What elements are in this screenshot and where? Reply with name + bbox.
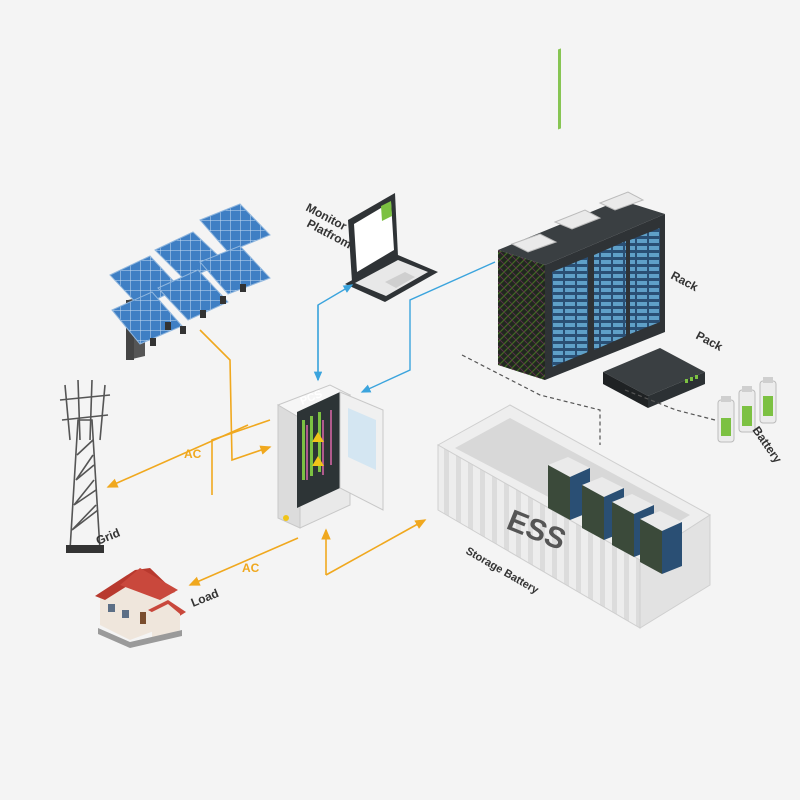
solar-array-icon (109, 203, 271, 360)
ac-power-flows (106, 329, 427, 586)
battery-pack-icon (603, 348, 705, 408)
battery-label: Battery (750, 424, 785, 466)
dashed-links (461, 354, 716, 445)
pack-label: Pack (694, 328, 726, 354)
ac-label-grid: AC (184, 447, 202, 461)
server-rack (498, 48, 665, 380)
ess-container (436, 404, 711, 629)
load-label: Load (189, 586, 221, 610)
ac-label-load: AC (242, 561, 260, 575)
laptop-icon (345, 193, 438, 302)
battery-cells-icon (717, 377, 777, 443)
rack-label: Rack (669, 268, 701, 294)
grid-tower-icon (59, 379, 111, 553)
pcs-cabinet (276, 384, 384, 529)
comm-flows (313, 261, 496, 393)
house-icon (95, 568, 186, 648)
